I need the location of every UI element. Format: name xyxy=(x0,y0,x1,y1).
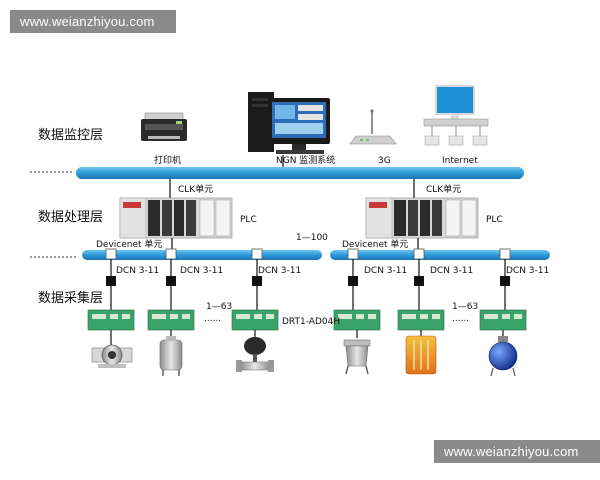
plc-label-right: PLC xyxy=(486,215,503,225)
dcn-label-4: DCN 3-11 xyxy=(364,266,407,276)
printer-label: 打印机 xyxy=(154,154,181,166)
clk-label-right: CLK单元 xyxy=(426,183,461,195)
unit-range-label: 1—100 xyxy=(296,233,328,243)
heater-icon xyxy=(405,335,437,375)
internet-label: Internet xyxy=(442,156,478,166)
devicenet-bus-right xyxy=(330,250,550,260)
3g-label: 3G xyxy=(378,156,391,166)
devicenet-label-right: Devicenet 单元 xyxy=(342,238,408,250)
dots-right: ...... xyxy=(452,314,469,324)
devicenet-bus-left xyxy=(82,250,322,260)
vessel-icon xyxy=(488,336,518,377)
dcn-label-5: DCN 3-11 xyxy=(430,266,473,276)
printer-icon xyxy=(141,112,187,141)
devicenet-label-left: Devicenet 单元 xyxy=(96,238,162,250)
watermark-top: www.weianzhiyou.com xyxy=(10,10,176,33)
pump-icon xyxy=(91,344,133,368)
io-board-detail xyxy=(92,314,522,319)
valve-icon xyxy=(236,337,274,372)
layer-label-process: 数据处理层 xyxy=(38,210,103,225)
monitor-bus xyxy=(76,167,524,179)
plc-rack-right-icon xyxy=(365,197,479,239)
plc-rack-left-icon xyxy=(119,197,233,239)
reactor-icon xyxy=(343,339,371,375)
io-range-left: 1—63 xyxy=(206,302,232,312)
dcn-box-group xyxy=(106,276,510,286)
watermark-bottom: www.weianzhiyou.com xyxy=(434,440,600,463)
tank-icon xyxy=(159,336,183,376)
dcn-label-2: DCN 3-11 xyxy=(180,266,223,276)
io-module-label: DRT1-AD04H xyxy=(282,317,340,327)
internet-network-icon xyxy=(423,85,489,146)
equipment-links xyxy=(110,330,504,345)
dots-left: ...... xyxy=(204,314,221,324)
workstation-icon xyxy=(248,92,330,154)
router-icon xyxy=(349,109,397,145)
plc-label-left: PLC xyxy=(240,215,257,225)
ngn-label: NGN 监测系统 xyxy=(276,154,335,166)
layer-label-monitor: 数据监控层 xyxy=(38,128,103,143)
dcn-label-6: DCN 3-11 xyxy=(506,266,549,276)
layer-label-collect: 数据采集层 xyxy=(38,290,103,306)
io-range-right: 1—63 xyxy=(452,302,478,312)
dcn-label-3: DCN 3-11 xyxy=(258,266,301,276)
dcn-label-1: DCN 3-11 xyxy=(116,266,159,276)
bus-tap-group xyxy=(105,248,511,260)
clk-label-left: CLK单元 xyxy=(178,183,213,195)
